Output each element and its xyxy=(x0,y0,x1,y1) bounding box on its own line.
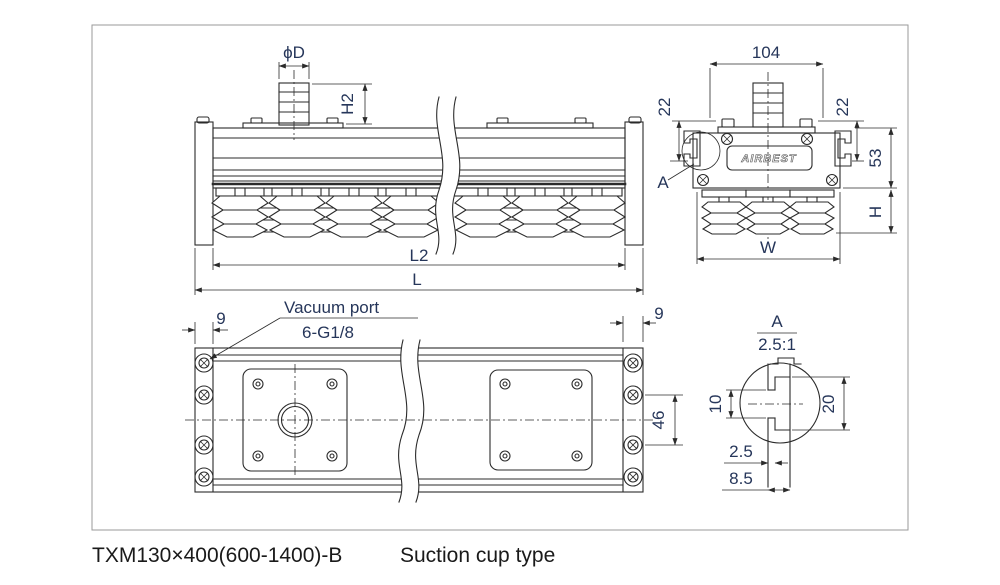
side-view: ϕD H2 L2 L xyxy=(194,43,644,295)
dim-8-5: 8.5 xyxy=(729,469,753,488)
callout-vacuum-port: Vacuum port xyxy=(284,298,379,317)
dim-20: 20 xyxy=(819,395,838,414)
vacuum-fitting-side xyxy=(278,70,310,140)
detail-a-scale: 2.5:1 xyxy=(758,335,796,354)
break-line xyxy=(435,96,444,255)
detail-a-title: A xyxy=(771,312,783,331)
break-line xyxy=(398,339,408,503)
dim-9-right: 9 xyxy=(654,304,663,323)
detail-a-ref: A xyxy=(657,173,669,192)
dim-2-5: 2.5 xyxy=(729,442,753,461)
brand-logo: AIRBEST xyxy=(740,153,797,165)
suction-cups-side xyxy=(211,187,626,238)
callout-thread: 6-G1/8 xyxy=(302,323,354,342)
drawing-border xyxy=(91,24,909,531)
suction-cups-end xyxy=(701,189,835,235)
type-caption: Suction cup type xyxy=(400,544,555,567)
right-rail-profile xyxy=(834,130,852,167)
dim-w: W xyxy=(760,238,776,257)
dim-l: L xyxy=(412,270,421,289)
vacuum-port-callout: Vacuum port 6-G1/8 xyxy=(209,298,418,360)
dim-10: 10 xyxy=(706,395,725,414)
model-caption: TXM130×400(600-1400)-B xyxy=(92,544,342,567)
dim-9-left: 9 xyxy=(216,309,225,328)
dim-h: H xyxy=(866,206,885,218)
top-view: 9 9 Vacuum port 6-G1/8 46 xyxy=(182,298,683,503)
dim-phi-d: ϕD xyxy=(283,43,305,62)
dim-46: 46 xyxy=(649,411,668,430)
dim-h2: H2 xyxy=(338,93,357,115)
detail-a-circle xyxy=(681,131,721,171)
dim-53: 53 xyxy=(866,149,885,168)
end-view: AIRBEST A 104 22 22 53 H xyxy=(655,43,897,264)
dim-22-left: 22 xyxy=(655,98,674,117)
dim-l2: L2 xyxy=(410,246,429,265)
dim-104: 104 xyxy=(752,43,780,62)
mount-plate-plain xyxy=(489,369,593,471)
dim-22-right: 22 xyxy=(833,98,852,117)
detail-a-boundary xyxy=(739,362,821,444)
detail-a-view: A 2.5:1 10 20 2.5 8.5 xyxy=(706,312,850,493)
